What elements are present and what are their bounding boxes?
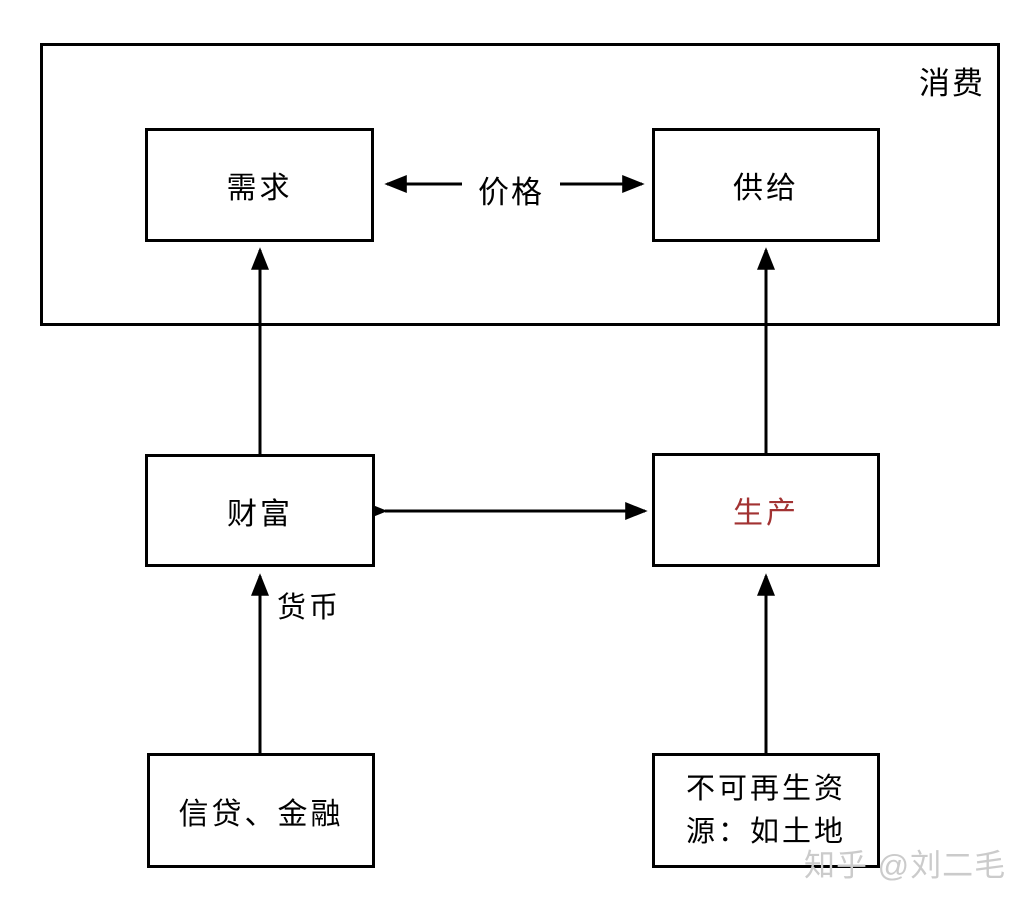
demand-node-label: 需求 bbox=[226, 172, 293, 205]
supply-node-label: 供给 bbox=[733, 172, 799, 205]
supply-node: 供给 bbox=[652, 128, 880, 242]
production-node-label: 生产 bbox=[733, 497, 799, 530]
wealth-node: 财富 bbox=[145, 454, 375, 567]
consumption-region-box: 消费 bbox=[40, 43, 1000, 326]
credit-finance-node-label: 信贷、金融 bbox=[178, 797, 344, 831]
nonrenewable-resources-node-label: 不可再生资 源：如土地 bbox=[685, 772, 846, 848]
credit-finance-node: 信贷、金融 bbox=[147, 753, 375, 868]
zhihu-watermark: 知乎 @刘二毛 bbox=[804, 848, 1007, 883]
demand-node: 需求 bbox=[145, 128, 374, 242]
nonrenewable-resources-node: 不可再生资 源：如土地 bbox=[652, 753, 880, 868]
wealth-node-label: 财富 bbox=[227, 497, 293, 531]
price-edge-label: 价格 bbox=[478, 175, 544, 210]
production-node: 生产 bbox=[652, 453, 880, 567]
consumption-region-label: 消费 bbox=[919, 66, 985, 101]
currency-edge-label: 货币 bbox=[277, 592, 342, 624]
